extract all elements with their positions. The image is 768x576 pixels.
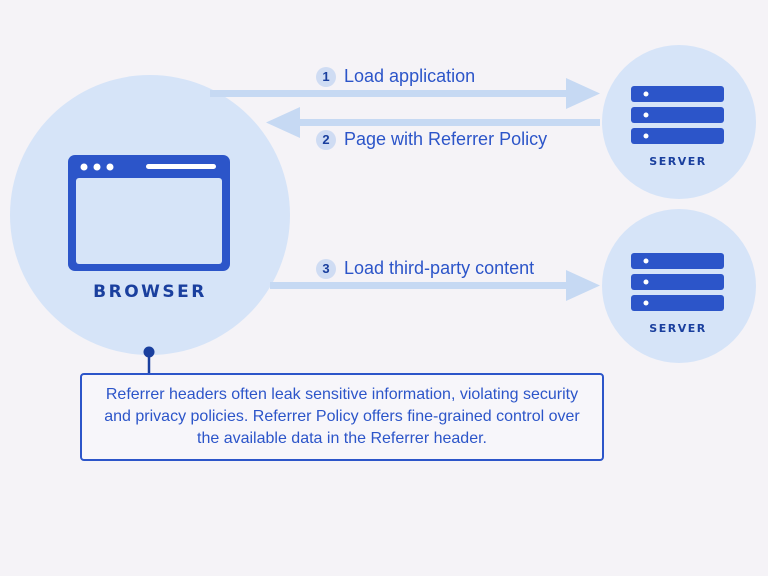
arrow-load-third-party <box>270 270 600 301</box>
step-3-badge: 3 <box>316 258 336 279</box>
server-top-icon <box>631 86 724 144</box>
browser-window-icon <box>68 155 230 271</box>
step-1-label-group: 1 Load application <box>316 66 475 87</box>
step-1-label: Load application <box>344 66 476 86</box>
step-2-badge: 2 <box>316 129 336 150</box>
arrow-load-application <box>210 78 600 109</box>
browser-label: BROWSER <box>93 282 207 302</box>
note-connector <box>143 346 155 374</box>
step-3-label: Load third-party content <box>344 258 535 278</box>
step-1-badge: 1 <box>316 66 336 87</box>
step-2-label-group: 2 Page with Referrer Policy <box>316 129 547 150</box>
server-top-label: SERVER <box>649 155 707 168</box>
step-3-label-group: 3 Load third-party content <box>316 258 534 279</box>
info-note-text: Referrer headers often leak sensitive in… <box>104 386 580 447</box>
step-2-label: Page with Referrer Policy <box>344 129 548 149</box>
server-bottom-icon <box>631 253 724 311</box>
server-bottom-label: SERVER <box>649 322 707 335</box>
info-note-box: Referrer headers often leak sensitive in… <box>80 373 604 461</box>
arrow-page-with-policy <box>266 107 600 138</box>
